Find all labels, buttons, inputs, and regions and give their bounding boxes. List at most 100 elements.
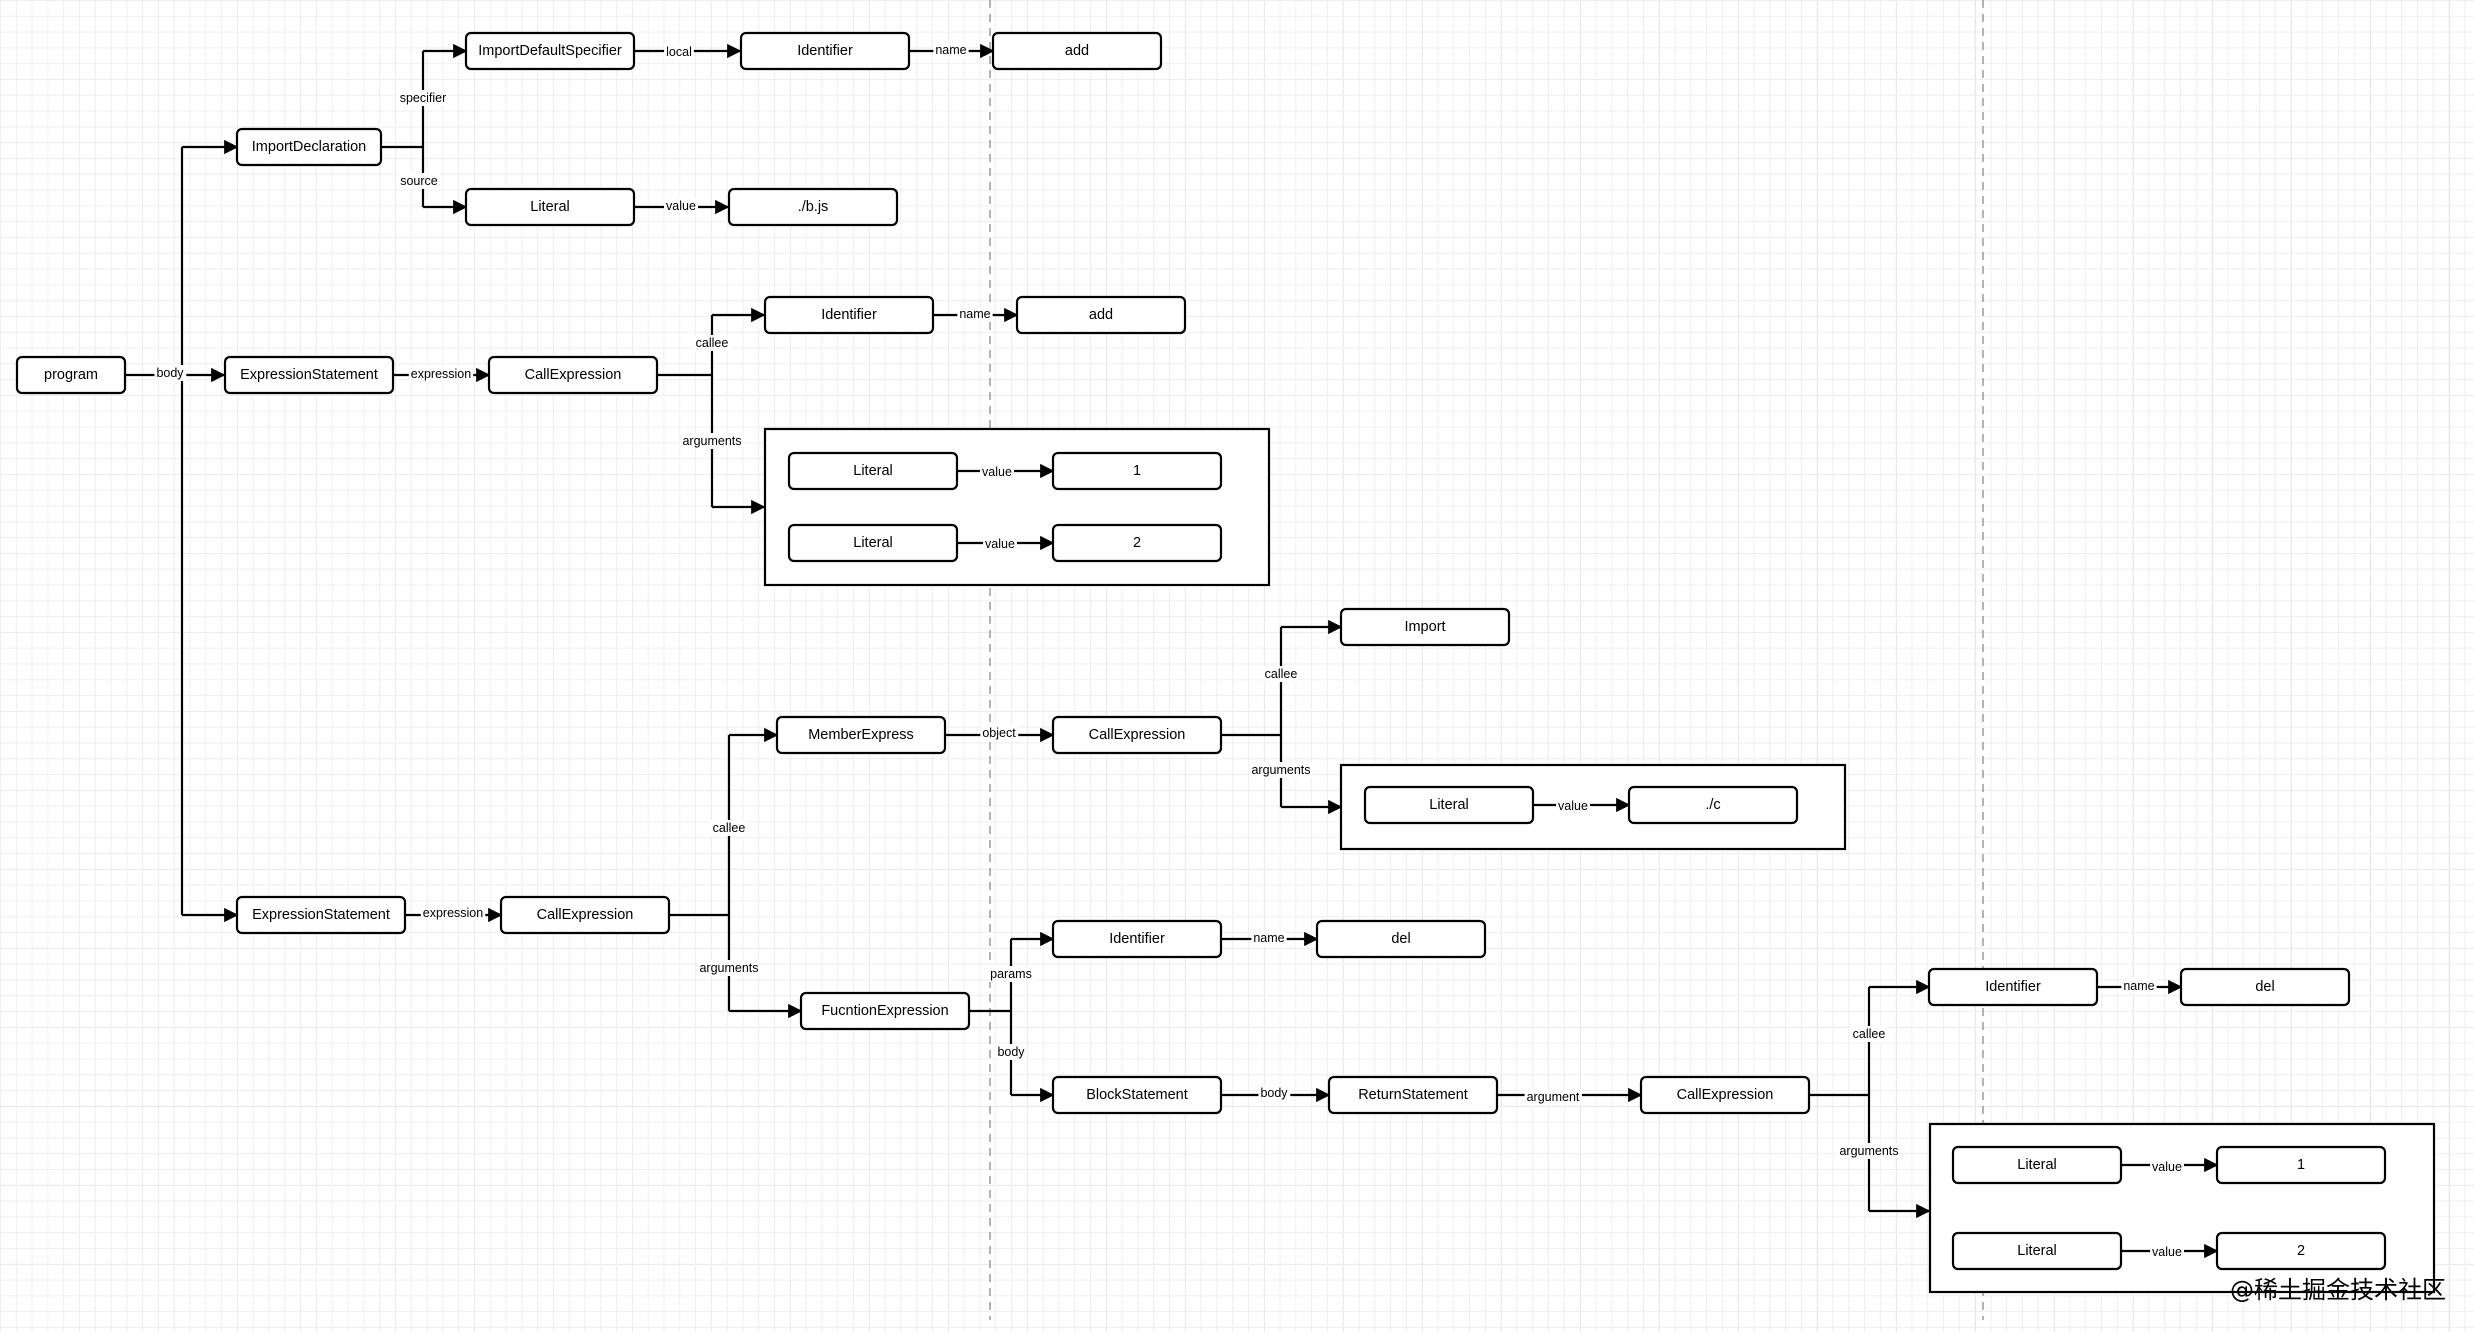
edge-label-body: body <box>154 365 187 381</box>
node-source-value[interactable]: ./b.js <box>727 187 899 227</box>
svg-text:body: body <box>1260 1086 1288 1100</box>
node-expression-statement-2[interactable]: ExpressionStatement <box>235 895 407 935</box>
edge-label-callee: callee <box>1850 1026 1888 1042</box>
node-literal-source[interactable]: Literal <box>464 187 636 227</box>
edge-label-local: local <box>664 44 694 60</box>
node-program[interactable]: program <box>15 355 127 395</box>
node-label: Literal <box>853 463 893 479</box>
svg-text:expression: expression <box>423 906 483 920</box>
edge-label-arguments: arguments <box>697 960 761 976</box>
node-label: ./b.js <box>798 199 829 215</box>
node-return-statement[interactable]: ReturnStatement <box>1327 1075 1499 1115</box>
edge-label-body: body <box>995 1044 1028 1060</box>
node-del-2[interactable]: del <box>2179 967 2351 1007</box>
edge-label-value: value <box>983 536 1017 552</box>
svg-text:argument: argument <box>1527 1090 1580 1104</box>
node-block-statement[interactable]: BlockStatement <box>1051 1075 1223 1115</box>
node-del-1[interactable]: del <box>1315 919 1487 959</box>
svg-text:name: name <box>2123 979 2154 993</box>
edge-label-value: value <box>980 464 1014 480</box>
node-label: ./c <box>1705 797 1720 813</box>
edge-label-value: value <box>2150 1244 2184 1260</box>
node-expression-statement-1[interactable]: ExpressionStatement <box>223 355 395 395</box>
node-add-1[interactable]: add <box>991 31 1163 71</box>
svg-text:callee: callee <box>1265 667 1298 681</box>
node-label: CallExpression <box>1089 727 1186 743</box>
node-identifier-del-1[interactable]: Identifier <box>1051 919 1223 959</box>
edge-label-specifier: specifier <box>397 90 449 106</box>
svg-text:value: value <box>985 537 1015 551</box>
node-label: add <box>1089 307 1113 323</box>
node-import-declaration[interactable]: ImportDeclaration <box>235 127 383 167</box>
node-call-expression-2[interactable]: CallExpression <box>499 895 671 935</box>
node-call-expression-1[interactable]: CallExpression <box>487 355 659 395</box>
node-label: del <box>1391 931 1410 947</box>
node-label: Import <box>1404 619 1445 635</box>
edge-line <box>1809 987 1871 1211</box>
svg-text:name: name <box>935 43 966 57</box>
edge-label-arguments: arguments <box>680 433 744 449</box>
edge-label-arguments: arguments <box>1249 762 1313 778</box>
node-label: ReturnStatement <box>1358 1087 1468 1103</box>
node-label: CallExpression <box>1677 1087 1774 1103</box>
edges <box>125 43 2219 1259</box>
node-call-expression-3[interactable]: CallExpression <box>1639 1075 1811 1115</box>
svg-text:arguments: arguments <box>1251 763 1310 777</box>
node-arg-literal-2[interactable]: Literal <box>787 523 959 563</box>
node-label: ImportDeclaration <box>252 139 366 155</box>
node-arg-value-4[interactable]: 2 <box>2215 1231 2387 1271</box>
node-label: Identifier <box>1109 931 1165 947</box>
svg-text:value: value <box>666 199 696 213</box>
node-add-2[interactable]: add <box>1015 295 1187 335</box>
node-arg-value-2[interactable]: 2 <box>1051 523 1223 563</box>
edge-label-callee: callee <box>710 820 748 836</box>
edge-label-value: value <box>664 198 698 214</box>
node-arg-literal-3[interactable]: Literal <box>1951 1145 2123 1185</box>
node-label: Literal <box>2017 1157 2057 1173</box>
edge-line <box>1221 627 1283 807</box>
node-label: del <box>2255 979 2274 995</box>
node-literal-c[interactable]: Literal <box>1363 785 1535 825</box>
node-value-c[interactable]: ./c <box>1627 785 1799 825</box>
node-import-default-specifier[interactable]: ImportDefaultSpecifier <box>464 31 636 71</box>
node-label: Identifier <box>797 43 853 59</box>
svg-text:callee: callee <box>713 821 746 835</box>
edge-label-callee: callee <box>693 335 731 351</box>
node-arg-literal-1[interactable]: Literal <box>787 451 959 491</box>
node-import-callee[interactable]: Import <box>1339 607 1511 647</box>
node-arg-value-1[interactable]: 1 <box>1051 451 1223 491</box>
node-label: add <box>1065 43 1089 59</box>
node-label: program <box>44 367 98 383</box>
edge-label-name: name <box>957 306 993 322</box>
edge-label-expression: expression <box>420 905 486 921</box>
node-label: 2 <box>2297 1243 2305 1259</box>
watermark-text: @稀土掘金技术社区 <box>2230 1276 2446 1304</box>
edge-label-object: object <box>980 725 1019 741</box>
svg-text:value: value <box>1558 799 1588 813</box>
svg-text:name: name <box>1253 931 1284 945</box>
svg-text:arguments: arguments <box>682 434 741 448</box>
edge-label-body: body <box>1258 1085 1291 1101</box>
edge-labels: body specifier source local name value e… <box>154 42 2184 1260</box>
node-identifier-add-2[interactable]: Identifier <box>763 295 935 335</box>
node-member-express[interactable]: MemberExpress <box>775 715 947 755</box>
node-function-expression[interactable]: FucntionExpression <box>799 991 971 1031</box>
node-label: Identifier <box>1985 979 2041 995</box>
svg-text:value: value <box>2152 1160 2182 1174</box>
node-label: 1 <box>1133 463 1141 479</box>
svg-text:body: body <box>156 366 184 380</box>
node-identifier-add-1[interactable]: Identifier <box>739 31 911 71</box>
edge-line <box>969 939 1013 1095</box>
edge-label-arguments: arguments <box>1837 1143 1901 1159</box>
node-label: ExpressionStatement <box>240 367 378 383</box>
node-identifier-del-2[interactable]: Identifier <box>1927 967 2099 1007</box>
svg-text:callee: callee <box>1853 1027 1886 1041</box>
svg-text:callee: callee <box>696 336 729 350</box>
svg-text:params: params <box>990 967 1032 981</box>
node-arg-value-3[interactable]: 1 <box>2215 1145 2387 1185</box>
node-arg-literal-4[interactable]: Literal <box>1951 1231 2123 1271</box>
edge-label-params: params <box>988 966 1034 982</box>
svg-text:arguments: arguments <box>699 961 758 975</box>
node-call-expression-import[interactable]: CallExpression <box>1051 715 1223 755</box>
